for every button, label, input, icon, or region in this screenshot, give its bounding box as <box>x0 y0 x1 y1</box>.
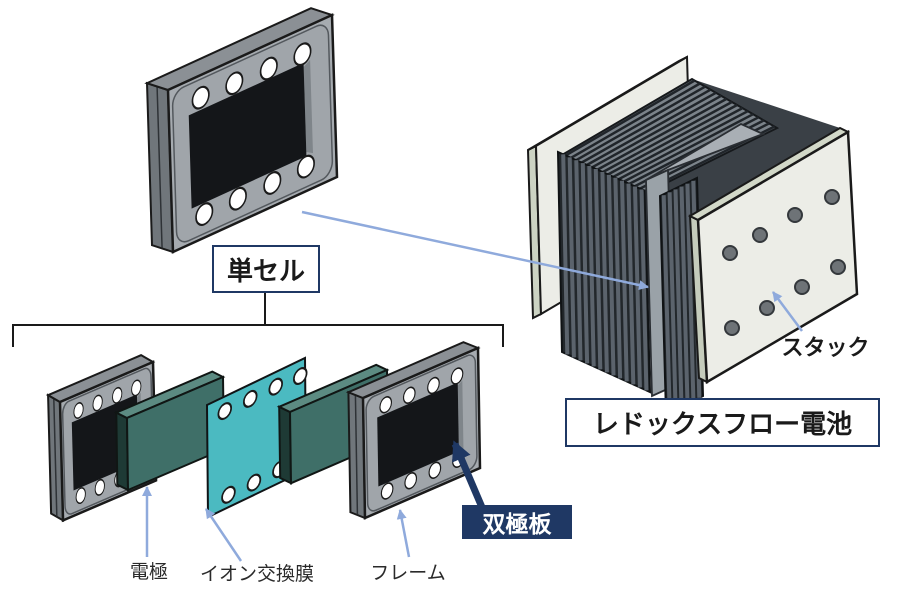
electrode-label: 電極 <box>129 561 168 583</box>
exploded-frame-right <box>347 335 481 526</box>
membrane-label: イオン交換膜 <box>199 563 314 585</box>
single-cell-illustration <box>145 0 339 263</box>
bracket-line <box>12 293 504 347</box>
fin-stack-left-face <box>556 150 652 394</box>
stack-illustration <box>526 55 859 416</box>
stack-label: スタック <box>781 335 870 360</box>
bipolar-plate-arrow <box>451 440 488 514</box>
stack-pointer-arrow <box>771 291 804 332</box>
frame-label: フレーム <box>370 562 446 584</box>
bipolar-plate-label: 双極板 <box>482 511 552 537</box>
bipolar-plate-label-box: 双極板 <box>462 505 572 539</box>
single-cell-label: 単セル <box>226 255 305 286</box>
cell-to-stack-arrow <box>301 210 649 290</box>
frame-pointer-arrow <box>396 509 411 558</box>
single-cell-label-box: 単セル <box>212 245 320 293</box>
membrane-pointer-arrow <box>204 508 243 562</box>
front-end-plate <box>687 126 859 385</box>
battery-label-box: レドックスフロー電池 <box>565 398 880 447</box>
bolt-holes <box>722 189 846 336</box>
battery-label: レドックスフロー電池 <box>592 409 853 439</box>
